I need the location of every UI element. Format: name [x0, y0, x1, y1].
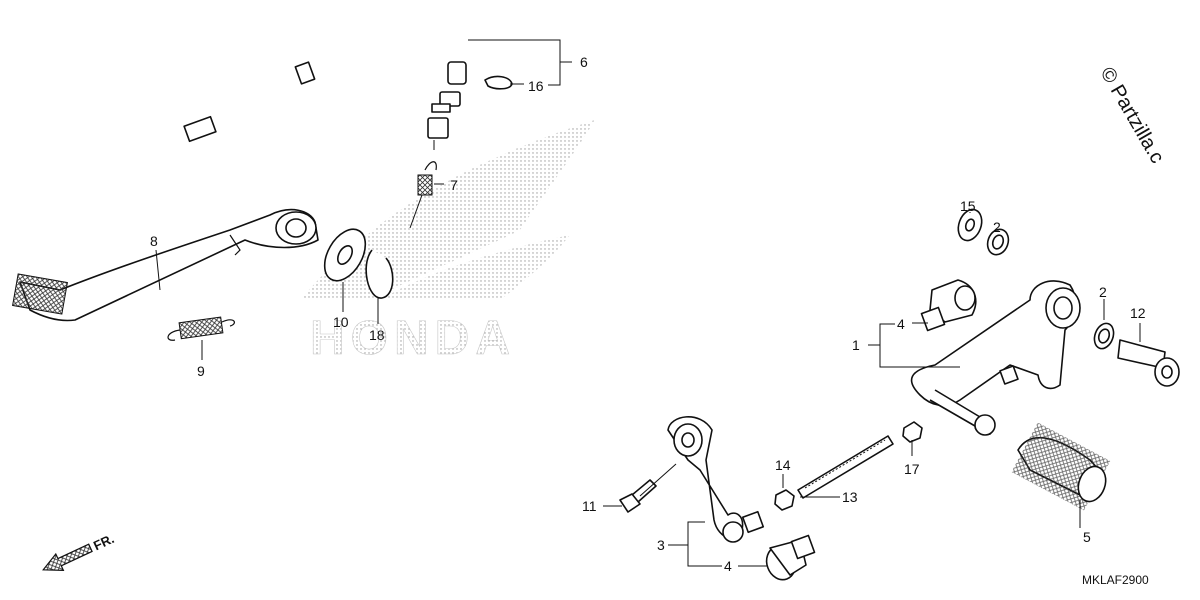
callout-5: 5 — [1083, 529, 1091, 545]
nut-part-17 — [902, 421, 923, 443]
honda-watermark-text: HONDA — [310, 312, 516, 365]
callout-2a: 2 — [993, 219, 1001, 235]
stop-switch-harness — [183, 28, 467, 150]
callout-labels: 1 2 2 3 4 4 5 6 7 8 9 10 11 12 13 14 15 … — [150, 54, 1146, 574]
callout-3: 3 — [657, 537, 665, 553]
callout-15: 15 — [960, 198, 976, 214]
joint-part-4-lower — [765, 534, 816, 581]
diagram-code: MKLAF2900 — [1082, 573, 1149, 587]
callout-4b: 4 — [724, 558, 732, 574]
bushing-part-2b — [1093, 322, 1115, 350]
callout-17: 17 — [904, 461, 920, 477]
pedal-rubber-part-5 — [1011, 422, 1111, 511]
bolt-part-12 — [1117, 339, 1180, 387]
circlip-part-18 — [365, 249, 394, 299]
callout-8: 8 — [150, 233, 158, 249]
callout-14: 14 — [775, 457, 791, 473]
washer-part-15 — [957, 208, 983, 242]
joint-part-4-upper — [920, 279, 977, 332]
lower-arm-part-3 — [667, 416, 765, 543]
nut-part-14 — [774, 489, 795, 511]
leader-lines — [155, 39, 1141, 567]
clip-part-16 — [484, 75, 513, 90]
spring-part-9 — [167, 316, 236, 341]
callout-16: 16 — [528, 78, 544, 94]
callout-11: 11 — [582, 498, 597, 514]
rod-part-13 — [797, 435, 894, 499]
washer-part-10 — [323, 228, 367, 282]
copyright-text: © Partzilla.c — [1096, 64, 1169, 168]
callout-7: 7 — [450, 177, 458, 193]
callout-13: 13 — [842, 489, 858, 505]
shift-arm-part-1 — [910, 280, 1081, 436]
callout-10: 10 — [333, 314, 349, 330]
callout-12: 12 — [1130, 305, 1146, 321]
callout-18: 18 — [369, 327, 385, 343]
direction-label: FR. — [91, 531, 116, 553]
callout-6: 6 — [580, 54, 588, 70]
callout-4a: 4 — [897, 316, 905, 332]
brake-pedal-part-8 — [12, 208, 319, 322]
bolt-part-11 — [619, 479, 657, 513]
callout-2b: 2 — [1099, 284, 1107, 300]
callout-1: 1 — [852, 337, 860, 353]
front-direction-arrow: FR. — [42, 531, 116, 571]
bushing-part-2a — [986, 228, 1010, 256]
callout-9: 9 — [197, 363, 205, 379]
spring-part-7 — [409, 161, 437, 229]
